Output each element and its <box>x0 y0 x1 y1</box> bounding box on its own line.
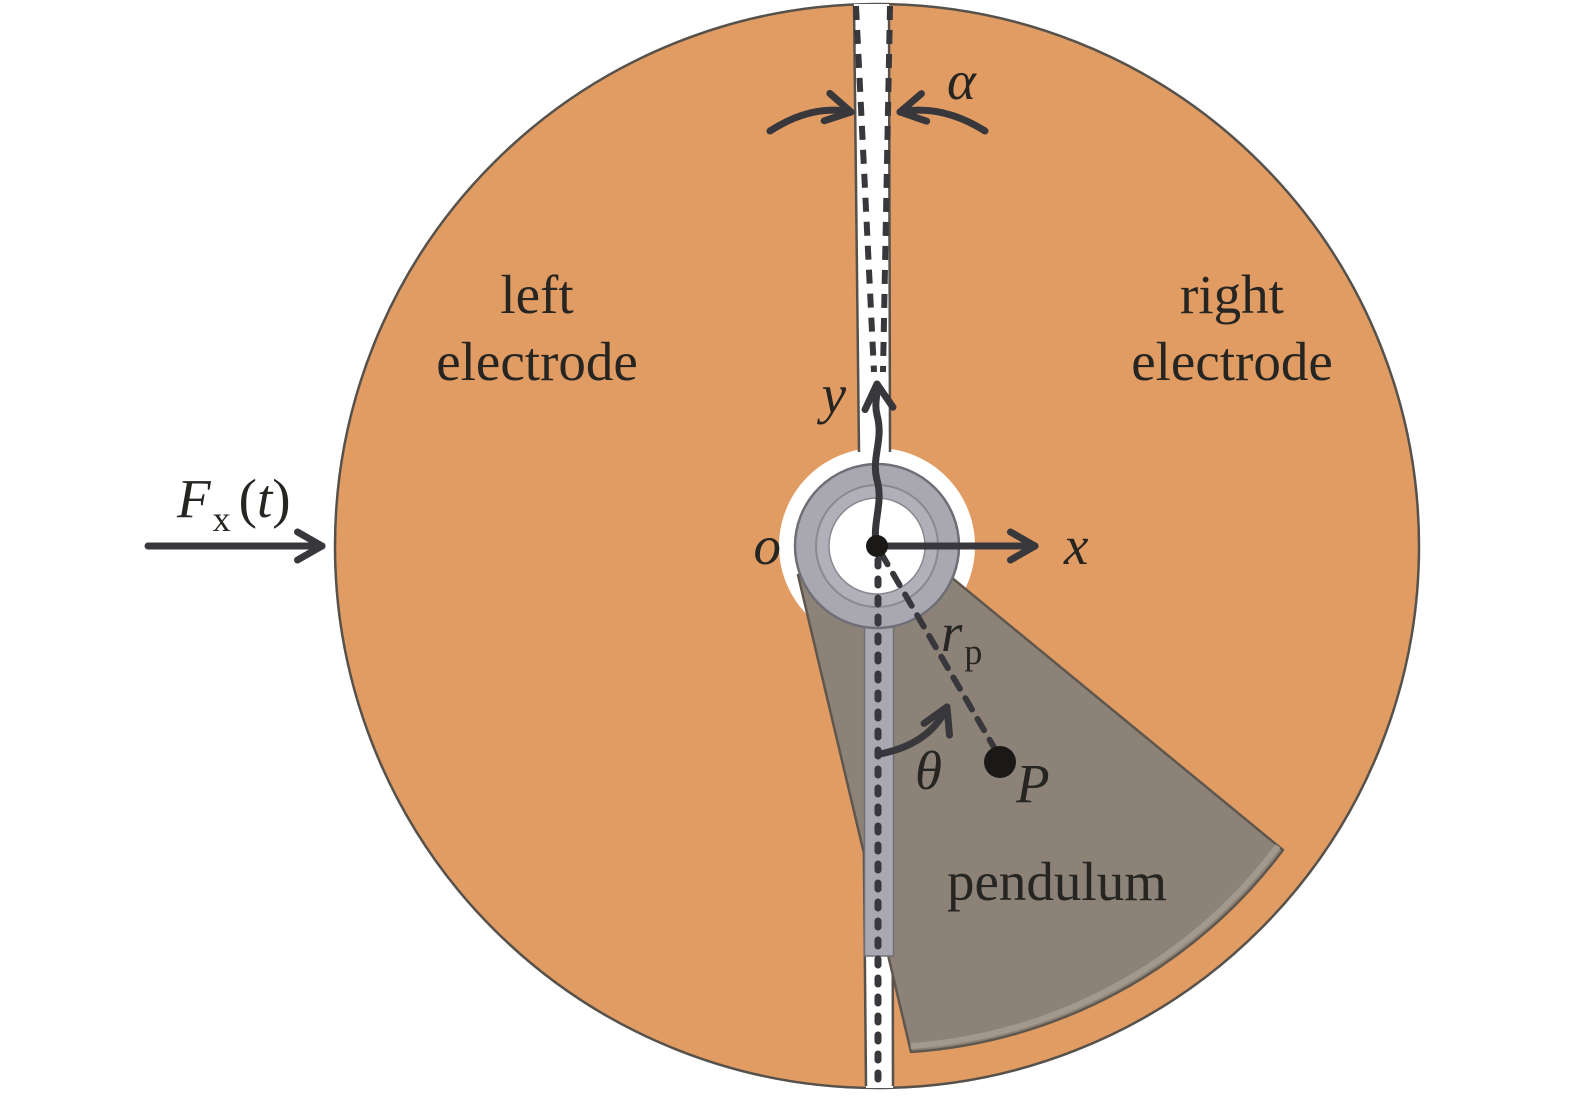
pendulum-sector <box>796 566 1285 1054</box>
split-line-right-dashed <box>880 5 893 373</box>
split-line-left-dashed <box>853 5 877 373</box>
y-axis-arrow <box>861 380 897 553</box>
force-paren-close: ) <box>272 468 290 529</box>
label-point-p: P <box>1015 753 1050 814</box>
pivot-center-dot <box>866 535 888 557</box>
theta-arrow <box>876 703 953 758</box>
label-right-electrode-line1: right <box>1180 264 1284 325</box>
label-left-electrode-line2: electrode <box>436 331 638 392</box>
gap-edge-left-upper <box>852 5 861 453</box>
label-y-axis: y <box>817 364 847 425</box>
radius-rp-dashed <box>878 550 1016 783</box>
label-origin: o <box>754 515 782 576</box>
radius-subscript: p <box>964 632 982 672</box>
force-paren-open: ( <box>239 468 257 529</box>
alpha-arrow-left <box>766 89 855 135</box>
label-radius: rp <box>941 602 982 672</box>
label-force: Fx(t) <box>176 468 291 539</box>
force-symbol: F <box>176 468 212 529</box>
radius-symbol: r <box>941 602 963 663</box>
force-arg: t <box>257 468 274 529</box>
label-x-axis: x <box>1063 515 1089 576</box>
label-alpha: α <box>947 50 977 111</box>
label-pendulum: pendulum <box>947 851 1167 912</box>
pendulum-bob <box>984 746 1016 778</box>
label-right-electrode-line2: electrode <box>1131 331 1333 392</box>
pendulum-sector-lip <box>910 844 1281 1049</box>
gap-edge-right-upper <box>887 5 892 453</box>
label-theta: θ <box>915 740 942 801</box>
force-subscript: x <box>213 499 231 539</box>
alpha-arrow-right <box>896 90 989 135</box>
label-left-electrode-line1: left <box>500 264 573 325</box>
